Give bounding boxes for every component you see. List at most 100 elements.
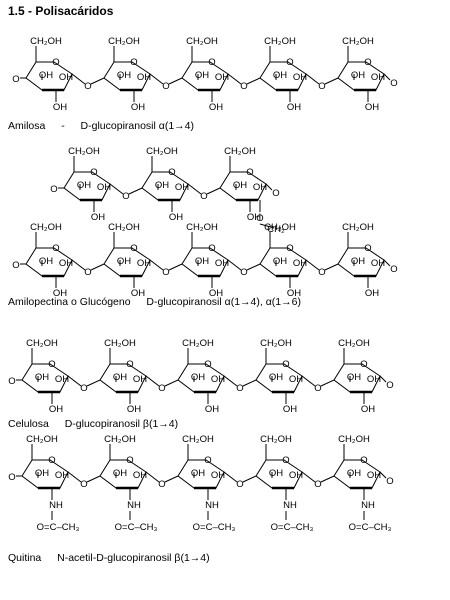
glycosidic-bond — [206, 187, 221, 195]
hydroxyl-group: OH — [211, 374, 225, 385]
caption-celulosa: Celulosa D-glucopiranosil β(1→4) — [8, 418, 178, 430]
glycosidic-oxygen: O — [318, 81, 325, 92]
glycosidic-bond — [168, 263, 183, 271]
glycosidic-bond — [168, 77, 183, 85]
glycosidic-oxygen: O — [240, 81, 247, 92]
glycosidic-oxygen: O — [84, 81, 91, 92]
ch2oh-group: CH₂OH — [260, 338, 292, 349]
ring-oxygen: O — [126, 455, 133, 466]
ch2-group: CH₂ — [267, 224, 285, 235]
ring-oxygen: O — [48, 455, 55, 466]
hydroxyl-group: OH — [49, 404, 63, 415]
glycosidic-bond — [227, 259, 242, 271]
ch2oh-group: CH₂OH — [342, 36, 374, 47]
hydroxyl-group: OH — [117, 256, 131, 267]
ring-oxygen: O — [126, 359, 133, 370]
ring-oxygen: O — [282, 455, 289, 466]
hydroxyl-group: OH — [273, 256, 287, 267]
glycosidic-oxygen: O — [390, 78, 397, 89]
hydroxyl-group: OH — [253, 182, 267, 193]
ch2oh-group: CH₂OH — [26, 338, 58, 349]
hydroxyl-group: OH — [211, 470, 225, 481]
ring-oxygen: O — [286, 57, 293, 68]
hydroxyl-group: OH — [289, 470, 303, 481]
glycosidic-bond — [246, 263, 261, 271]
acetyl-group: O=C–CH₃ — [349, 522, 392, 533]
ring-oxygen: O — [282, 359, 289, 370]
hydroxyl-group: OH — [91, 212, 105, 223]
glycosidic-bond — [128, 187, 143, 195]
hydroxyl-group: OH — [293, 258, 307, 269]
ring-oxygen: O — [130, 57, 137, 68]
caption-quitina: Quitina N-acetil-D-glucopiranosil β(1→4) — [8, 552, 210, 564]
hydroxyl-group: OH — [351, 256, 365, 267]
hydroxyl-group: OH — [215, 258, 229, 269]
hydroxyl-group: OH — [39, 256, 53, 267]
hydroxyl-group: OH — [247, 212, 261, 223]
glycosidic-bond — [187, 183, 202, 195]
amine-group: NH — [205, 500, 219, 511]
ring-oxygen: O — [90, 167, 97, 178]
hydroxyl-group: OH — [35, 372, 49, 383]
glycosidic-bond — [86, 475, 101, 483]
glycosidic-bond — [301, 471, 316, 483]
ch2oh-group: CH₂OH — [108, 222, 140, 233]
hydroxyl-group: OH — [269, 468, 283, 479]
glycosidic-oxygen: O — [314, 479, 321, 490]
glycosidic-bond — [379, 375, 387, 383]
ch2oh-group: CH₂OH — [182, 434, 214, 445]
ch2oh-group: CH₂OH — [108, 36, 140, 47]
hydroxyl-group: OH — [169, 212, 183, 223]
hydroxyl-group: OH — [53, 102, 67, 113]
hydroxyl-group: OH — [347, 372, 361, 383]
glycosidic-oxygen: O — [386, 476, 393, 487]
amine-group: NH — [361, 500, 375, 511]
hydroxyl-group: OH — [191, 468, 205, 479]
hydroxyl-group: OH — [137, 72, 151, 83]
hydroxyl-group: OH — [233, 180, 247, 191]
ring-oxygen: O — [168, 167, 175, 178]
hydroxyl-group: OH — [287, 288, 301, 299]
glycosidic-bond — [71, 73, 86, 85]
hydroxyl-group: OH — [131, 288, 145, 299]
glycosidic-oxygen: O — [162, 81, 169, 92]
caption-polymer: Amilopectina o Glucógeno — [8, 296, 131, 308]
hydroxyl-group: OH — [55, 470, 69, 481]
glycosidic-bond — [305, 73, 320, 85]
ring-oxygen: O — [208, 243, 215, 254]
glycosidic-bond — [320, 475, 335, 483]
glycosidic-oxygen: O — [390, 264, 397, 275]
hydroxyl-group: OH — [59, 258, 73, 269]
glycosidic-bond — [145, 375, 160, 387]
hydroxyl-group: OH — [59, 72, 73, 83]
ch2oh-group: CH₂OH — [26, 434, 58, 445]
ch2oh-group: CH₂OH — [224, 146, 256, 157]
hydroxyl-group: OH — [347, 468, 361, 479]
hydroxyl-group: OH — [367, 470, 381, 481]
glycosidic-oxygen: O — [12, 260, 19, 271]
glycosidic-oxygen: O — [162, 267, 169, 278]
hydroxyl-group: OH — [53, 288, 67, 299]
hydroxyl-group: OH — [365, 288, 379, 299]
hydroxyl-group: OH — [351, 70, 365, 81]
glycosidic-bond — [164, 475, 179, 483]
ch2oh-group: CH₂OH — [186, 36, 218, 47]
ring-oxygen: O — [52, 243, 59, 254]
hydroxyl-group: OH — [361, 404, 375, 415]
glycosidic-bond — [383, 259, 391, 267]
ch2oh-group: CH₂OH — [30, 36, 62, 47]
hydroxyl-group: OH — [97, 182, 111, 193]
ch2oh-group: CH₂OH — [182, 338, 214, 349]
glycosidic-oxygen: O — [12, 74, 19, 85]
glycosidic-bond — [223, 375, 238, 387]
ring-oxygen: O — [364, 243, 371, 254]
hydroxyl-group: OH — [371, 258, 385, 269]
glycosidic-oxygen: O — [158, 383, 165, 394]
ch2oh-group: CH₂OH — [186, 222, 218, 233]
ch2oh-group: CH₂OH — [146, 146, 178, 157]
ch2oh-group: CH₂OH — [30, 222, 62, 233]
glycosidic-bond — [164, 379, 179, 387]
ring-oxygen: O — [208, 57, 215, 68]
hydroxyl-group: OH — [293, 72, 307, 83]
